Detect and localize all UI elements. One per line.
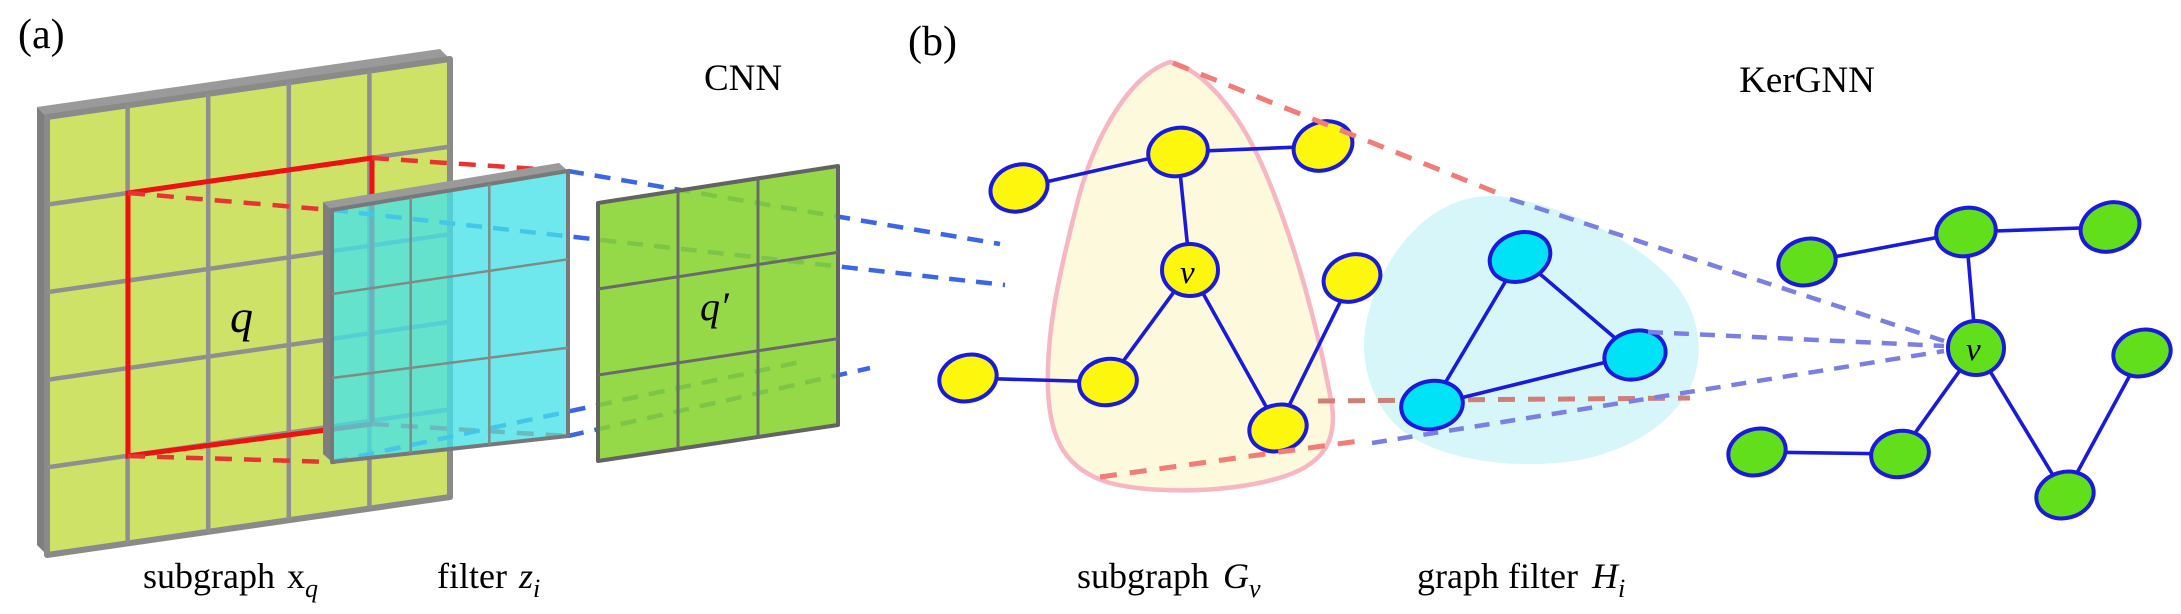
projection-line-red	[127, 190, 333, 213]
graph-node	[1726, 426, 1788, 478]
panel-b-tag: (b)	[908, 19, 957, 65]
projection-line-red	[127, 453, 333, 465]
filter-grid-slab-left	[323, 202, 332, 462]
filter-grid	[330, 169, 570, 464]
caption-symbol: G	[1223, 556, 1249, 596]
output-cell-label: q′	[700, 284, 730, 329]
panel-b: v	[908, 19, 2173, 603]
panel-a-tag: (a)	[18, 12, 65, 58]
graph-node	[1077, 356, 1139, 408]
patch-label: q	[230, 291, 253, 342]
caption-subscript: v	[1249, 574, 1261, 603]
projection-line-blue	[1647, 329, 1945, 349]
graph-node	[2078, 200, 2142, 254]
caption-symbol: H	[1591, 556, 1620, 596]
graph-node	[988, 162, 1050, 214]
graph-node	[1146, 125, 1210, 179]
caption-word: filter	[437, 556, 507, 596]
graph-node	[1487, 230, 1553, 284]
graph-node	[1934, 205, 1998, 259]
graph-node	[937, 352, 999, 404]
graph-node	[1776, 236, 1838, 288]
projection-line-red-muted	[1317, 395, 1691, 404]
graph-filter-nodes	[1399, 230, 1668, 432]
filter-grid-slab-top	[323, 163, 568, 210]
caption-word: subgraph	[143, 556, 275, 596]
output-grid	[596, 164, 840, 463]
subgraph-caption: subgraph Gv	[1077, 556, 1261, 603]
graph-node	[1399, 378, 1465, 432]
projection-line-red	[371, 155, 569, 174]
graph-node	[1869, 428, 1931, 480]
subgraph-nodes	[937, 119, 1383, 454]
caption-word: subgraph	[1077, 556, 1209, 596]
panel-b-title: KerGNN	[1739, 60, 1875, 101]
input-grid-slab-top	[37, 49, 450, 117]
graph-filter-caption: graph filter Hi	[1417, 556, 1625, 603]
center-node-v	[1160, 242, 1220, 298]
panel-a-title: CNN	[704, 58, 782, 99]
output-graph-nodes	[1726, 200, 2173, 521]
output-node-label: v	[1966, 332, 1981, 368]
caption-word: graph filter	[1417, 556, 1578, 596]
projection-line-red	[1099, 437, 1367, 480]
graph-node	[2034, 469, 2096, 521]
center-node-label: v	[1180, 255, 1195, 291]
graph-node	[1602, 328, 1668, 382]
caption-subscript: i	[533, 574, 540, 603]
projection-line-blue	[1371, 348, 1945, 446]
caption-symbol: z	[518, 556, 533, 596]
output-node-v	[1946, 319, 2006, 377]
graph-node	[2111, 327, 2173, 379]
caption-symbol: x	[287, 556, 305, 596]
caption-subscript: i	[1618, 574, 1625, 603]
graph-node	[1321, 252, 1383, 304]
caption-subscript: q	[305, 574, 318, 603]
input-grid-caption: subgraph xq	[143, 556, 318, 603]
